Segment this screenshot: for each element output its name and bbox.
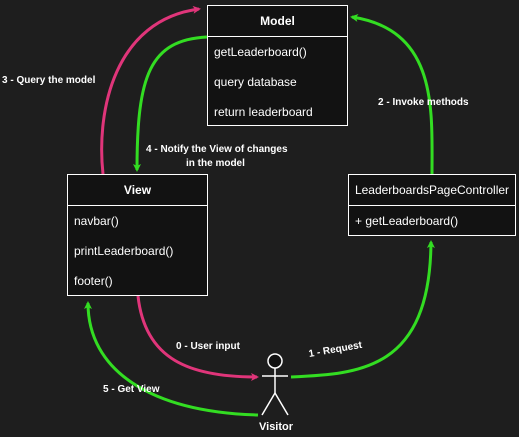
arrow-request [290, 240, 435, 379]
view-class-box[interactable]: View navbar() printLeaderboard() footer(… [67, 174, 208, 296]
controller-class-box[interactable]: LeaderboardsPageController + getLeaderbo… [348, 174, 516, 236]
controller-method-get-leaderboard: + getLeaderboard() [355, 214, 459, 228]
view-method-print-leaderboard: printLeaderboard() [74, 244, 174, 258]
arrow-user-input [136, 295, 259, 381]
label-query-model: 3 - Query the model [2, 75, 96, 86]
model-class-title: Model [208, 6, 347, 37]
view-method-navbar: navbar() [74, 214, 119, 228]
label-invoke-methods: 2 - Invoke methods [378, 97, 469, 108]
label-notify-line1: 4 - Notify the View of changes [146, 144, 288, 155]
label-get-view: 5 - Get View [103, 384, 160, 395]
label-notify-line2: in the model [186, 158, 245, 169]
arrow-get-view [84, 301, 259, 417]
arrow-query-model [100, 5, 201, 175]
model-method-return-leaderboard: return leaderboard [214, 105, 313, 119]
model-class-box[interactable]: Model getLeaderboard() query database re… [207, 5, 348, 126]
arrow-invoke-methods [350, 13, 434, 175]
model-method-get-leaderboard: getLeaderboard() [214, 45, 307, 59]
view-method-footer: footer() [74, 274, 113, 288]
visitor-actor-icon [261, 353, 289, 416]
label-user-input: 0 - User input [176, 341, 240, 352]
arrow-notify-view [133, 35, 208, 172]
view-class-title: View [68, 175, 207, 206]
model-method-query-database: query database [214, 75, 297, 89]
visitor-name: Visitor [259, 421, 294, 433]
controller-class-title: LeaderboardsPageController [349, 175, 515, 206]
